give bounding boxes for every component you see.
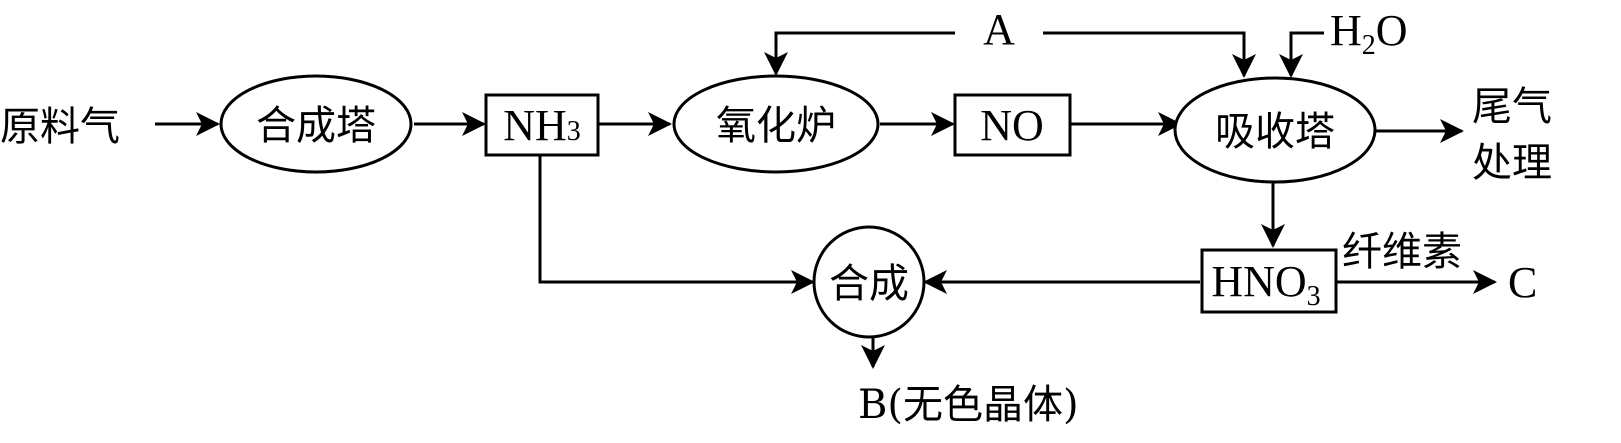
- h2o-subscript: 2: [1362, 30, 1376, 61]
- synthesis-node: [812, 225, 926, 339]
- b-label: B(无色晶体): [858, 382, 1079, 428]
- nh3-main: NH: [503, 101, 567, 150]
- oxidation-furnace-label: 氧化炉: [716, 103, 836, 149]
- tail-gas-label-line1: 尾气: [1472, 84, 1552, 130]
- arrow-h2o-to-absorption-tower: [1279, 31, 1324, 78]
- h2o-h: H: [1330, 6, 1362, 55]
- h2o-label: H2O: [1330, 6, 1408, 61]
- hno3-main: HNO: [1211, 257, 1306, 306]
- raw-gas-label: 原料气: [0, 104, 120, 150]
- synthesis-label: 合成: [829, 261, 909, 307]
- synthesis-tower-label: 合成塔: [256, 103, 376, 149]
- nh3-subscript: 3: [567, 116, 581, 147]
- nh3-label: NH3: [503, 101, 581, 150]
- tail-gas-label-line2: 处理: [1472, 140, 1552, 186]
- cellulose-label: 纤维素: [1342, 229, 1462, 275]
- a-label: A: [983, 5, 1015, 54]
- no-label: NO: [980, 101, 1044, 150]
- c-label: C: [1508, 258, 1537, 307]
- synthesis-tower-node: [219, 74, 413, 174]
- arrow-nh3-to-synthesis: [538, 155, 815, 294]
- hno3-node: [1200, 248, 1338, 314]
- h2o-o: O: [1376, 6, 1408, 55]
- oxidation-furnace-node: [672, 74, 880, 174]
- nh3-node: [484, 93, 600, 157]
- arrow-a-to-absorption-tower: [1043, 31, 1256, 78]
- absorption-tower-label: 吸收塔: [1215, 109, 1335, 155]
- no-node: [953, 93, 1072, 157]
- hno3-label: HNO3: [1211, 257, 1320, 312]
- absorption-tower-node: [1173, 76, 1377, 184]
- hno3-subscript: 3: [1307, 281, 1321, 312]
- arrow-a-to-oxidation-furnace: [764, 31, 955, 76]
